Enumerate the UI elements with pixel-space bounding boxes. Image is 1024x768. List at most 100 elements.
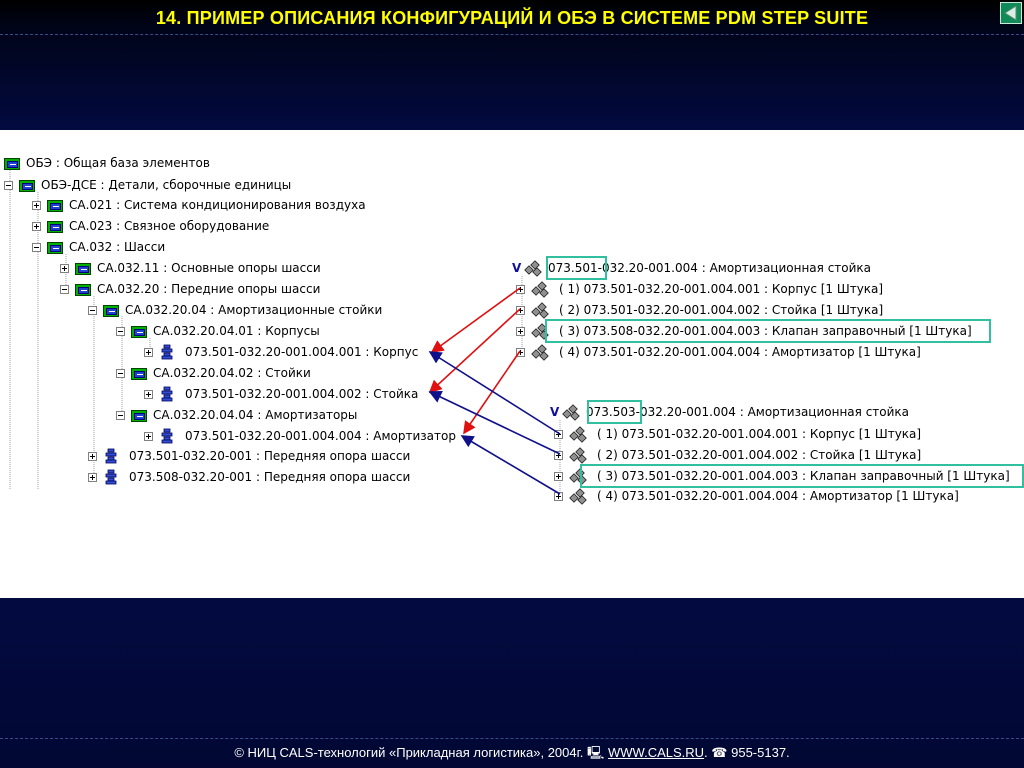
assembly-icon [531, 302, 549, 319]
config-item-label: ( 4) 073.501-032.20-001.004.004 : Аморти… [559, 345, 921, 359]
collapse-icon[interactable] [116, 368, 125, 378]
tree-node-part-004[interactable]: 073.501-032.20-001.004.004 : Амортизатор [144, 426, 456, 446]
pdm-tree-panel: ОБЭ : Общая база элементов ОБЭ-ДСЕ : Дет… [0, 130, 1024, 598]
assembly-icon [524, 260, 542, 277]
assembly-icon [531, 281, 549, 298]
assembly-icon [531, 344, 549, 361]
expand-icon[interactable] [60, 263, 69, 273]
config-item-label: ( 1) 073.501-032.20-001.004.001 : Корпус… [597, 427, 922, 441]
tree-node-obe[interactable]: ОБЭ : Общая база элементов [4, 153, 210, 173]
tree-node-ca032[interactable]: СА.032 : Шасси [32, 237, 165, 257]
config1-item-2[interactable]: ( 2) 073.501-032.20-001.004.002 : Стойка… [516, 300, 883, 320]
config-item-label: ( 2) 073.501-032.20-001.004.002 : Стойка… [597, 448, 922, 462]
variant-mark: V [512, 261, 522, 275]
website-link[interactable]: WWW.CALS.RU [607, 745, 705, 760]
expand-icon[interactable] [88, 472, 97, 482]
expand-icon[interactable] [32, 221, 41, 231]
config2-item-2[interactable]: ( 2) 073.501-032.20-001.004.002 : Стойка… [554, 445, 921, 465]
tree-node-label: СА.032 : Шасси [69, 240, 166, 254]
expand-icon[interactable] [554, 471, 563, 481]
back-button[interactable] [1000, 2, 1022, 24]
tree-node-label: СА.032.20.04.04 : Амортизаторы [153, 408, 358, 422]
tree-node-ca032-20-04[interactable]: СА.032.20.04 : Амортизационные стойки [88, 300, 382, 320]
part-icon [105, 448, 117, 464]
collapse-icon[interactable] [88, 305, 97, 315]
assembly-icon [569, 447, 587, 464]
tree-node-label: СА.032.20.04.01 : Корпусы [153, 324, 320, 338]
config1-item-4[interactable]: ( 4) 073.501-032.20-001.004.004 : Аморти… [516, 342, 921, 362]
triangle-left-icon [1004, 5, 1017, 21]
tree-node-label: 073.501-032.20-001 : Передняя опора шасс… [129, 449, 411, 463]
highlight-config1-valve [545, 319, 991, 343]
part-icon [161, 428, 173, 444]
folder-icon [4, 156, 22, 171]
tree-node-label: ОБЭ-ДСЕ : Детали, сборочные единицы [41, 178, 292, 192]
expand-icon[interactable] [144, 431, 153, 441]
expand-icon[interactable] [554, 429, 563, 439]
expand-icon[interactable] [32, 200, 41, 210]
tree-node-part-001[interactable]: 073.501-032.20-001.004.001 : Корпус [144, 342, 418, 362]
collapse-icon[interactable] [116, 326, 125, 336]
expand-icon[interactable] [516, 284, 525, 294]
tree-node-ca032-20-04-04[interactable]: СА.032.20.04.04 : Амортизаторы [116, 405, 357, 425]
footer-org: НИЦ CALS-технологий «Прикладная логистик… [247, 745, 584, 760]
computer-icon: 🖳 [587, 745, 605, 760]
tree-node-ca023[interactable]: СА.023 : Связное оборудование [32, 216, 269, 236]
expand-icon[interactable] [516, 326, 525, 336]
expand-icon[interactable] [554, 491, 563, 501]
tree-node-label: ОБЭ : Общая база элементов [26, 156, 210, 170]
folder-icon [75, 282, 93, 297]
tree-node-label: 073.501-032.20-001.004.004 : Амортизатор [185, 429, 456, 443]
config-root-label: 073.503-032.20-001.004 : Амортизационная… [586, 405, 910, 419]
expand-icon[interactable] [554, 450, 563, 460]
footer-phone: 955-5137. [731, 745, 790, 760]
tree-node-ca021[interactable]: СА.021 : Система кондиционирования возду… [32, 195, 366, 215]
folder-icon [75, 261, 93, 276]
expand-icon[interactable] [516, 347, 525, 357]
assembly-icon [569, 426, 587, 443]
collapse-icon[interactable] [60, 284, 69, 294]
tree-node-ca032-20-04-01[interactable]: СА.032.20.04.01 : Корпусы [116, 321, 320, 341]
part-icon [161, 386, 173, 402]
highlight-config2-code [587, 400, 642, 424]
config1-root[interactable]: V 073.501-032.20-001.004 : Амортизационн… [512, 258, 871, 278]
tree-node-ca032-20[interactable]: СА.032.20 : Передние опоры шасси [60, 279, 320, 299]
tree-node-label: СА.023 : Связное оборудование [69, 219, 270, 233]
tree-node-label: СА.032.20.04 : Амортизационные стойки [125, 303, 383, 317]
tree-node-assembly-501[interactable]: 073.501-032.20-001 : Передняя опора шасс… [88, 446, 410, 466]
part-icon [105, 469, 117, 485]
tree-node-part-002[interactable]: 073.501-032.20-001.004.002 : Стойка [144, 384, 418, 404]
tree-node-label: СА.032.11 : Основные опоры шасси [97, 261, 321, 275]
config2-item-1[interactable]: ( 1) 073.501-032.20-001.004.001 : Корпус… [554, 424, 921, 444]
config-item-label: ( 2) 073.501-032.20-001.004.002 : Стойка… [559, 303, 884, 317]
footer-divider [0, 738, 1024, 740]
config-item-label: ( 1) 073.501-032.20-001.004.001 : Корпус… [559, 282, 884, 296]
highlight-config1-code [546, 256, 607, 280]
expand-icon[interactable] [144, 389, 153, 399]
highlight-config2-valve [580, 464, 1024, 488]
expand-icon[interactable] [88, 451, 97, 461]
expand-icon[interactable] [516, 305, 525, 315]
tree-node-label: 073.508-032.20-001 : Передняя опора шасс… [129, 470, 411, 484]
tree-node-obe-dse[interactable]: ОБЭ-ДСЕ : Детали, сборочные единицы [4, 175, 291, 195]
collapse-icon[interactable] [4, 180, 13, 190]
folder-icon [131, 408, 149, 423]
folder-icon [131, 366, 149, 381]
collapse-icon[interactable] [116, 410, 125, 420]
folder-icon [19, 178, 37, 193]
assembly-icon [562, 404, 580, 421]
collapse-icon[interactable] [32, 242, 41, 252]
config1-item-1[interactable]: ( 1) 073.501-032.20-001.004.001 : Корпус… [516, 279, 883, 299]
assembly-icon [569, 488, 587, 505]
folder-icon [47, 219, 65, 234]
tree-node-ca032-11[interactable]: СА.032.11 : Основные опоры шасси [60, 258, 321, 278]
tree-node-assembly-508[interactable]: 073.508-032.20-001 : Передняя опора шасс… [88, 467, 410, 487]
part-icon [161, 344, 173, 360]
phone-icon: ☎ [711, 745, 728, 760]
tree-node-ca032-20-04-02[interactable]: СА.032.20.04.02 : Стойки [116, 363, 311, 383]
tree-node-label: СА.032.20 : Передние опоры шасси [97, 282, 321, 296]
tree-node-label: 073.501-032.20-001.004.002 : Стойка [185, 387, 419, 401]
config2-item-4[interactable]: ( 4) 073.501-032.20-001.004.004 : Аморти… [554, 486, 959, 506]
folder-icon [131, 324, 149, 339]
expand-icon[interactable] [144, 347, 153, 357]
